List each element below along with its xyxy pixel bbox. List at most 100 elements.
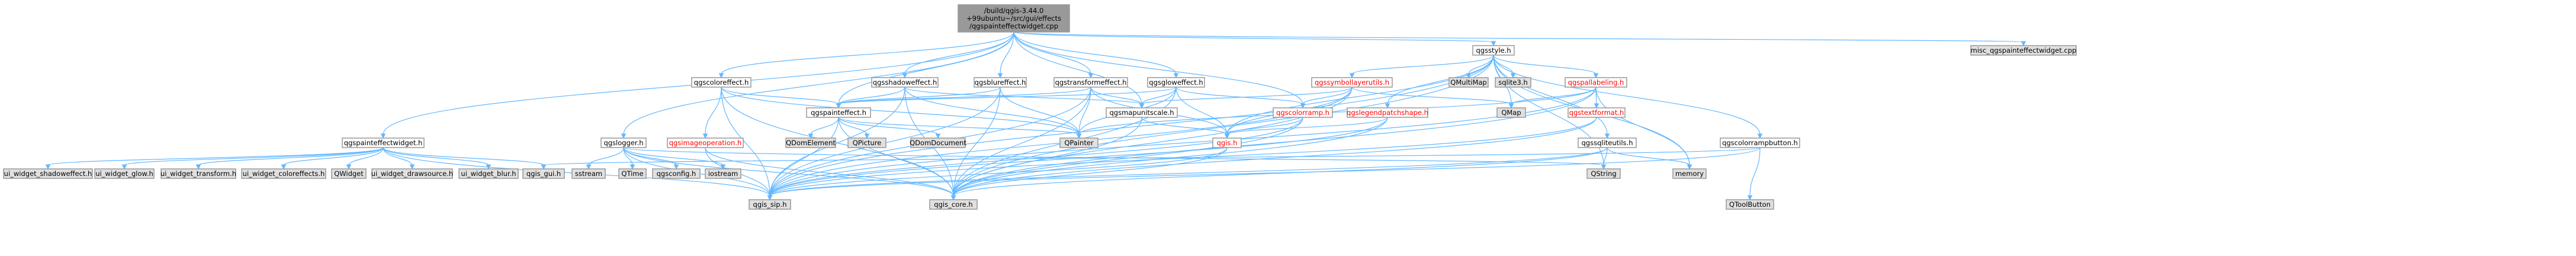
- node-label: QString: [1591, 169, 1616, 178]
- edge-qgssymbollayerutils_h-to-qgis_core_h: [950, 87, 1353, 201]
- node-ui-coloreffects: ui_widget_coloreffects.h: [241, 168, 326, 179]
- edge-qgssymbollayerutils_h-to-qgscolorramp_h: [1300, 87, 1353, 109]
- edge-qgspainteffectwidget_h-to-QWidget: [346, 147, 384, 170]
- edge-root-to-qgslogger_h: [621, 31, 1014, 139]
- node-label: /qgspainteffectwidget.cpp: [969, 22, 1058, 30]
- edge-qgslogger_h-to-sstream: [586, 147, 624, 170]
- node-QWidget: QWidget: [331, 168, 367, 179]
- node-label: memory: [1675, 169, 1704, 178]
- node-label: ui_widget_shadoweffect.h: [4, 169, 92, 178]
- node-label: sqlite3.h: [1498, 78, 1528, 87]
- node-qgsgloweffect-h[interactable]: qgsgloweffect.h: [1147, 77, 1205, 88]
- node-label: iostream: [708, 169, 738, 178]
- edge-qgis_h-to-qgis_core_h: [950, 147, 1228, 201]
- edge-root-to-misc_h: [1013, 31, 2026, 47]
- node-label: qgstextformat.h: [1569, 108, 1624, 117]
- node-qgstextformat-h[interactable]: qgstextformat.h: [1568, 107, 1626, 118]
- node-label: misc_qgspainteffectwidget.cpp: [1971, 46, 2077, 55]
- edge-qgspainteffectwidget_h-to-ui_transform: [195, 147, 384, 170]
- node-label: +99ubuntu~/src/gui/effects: [966, 14, 1061, 23]
- edge-qgssqliteutils_h-to-QString: [1601, 147, 1608, 170]
- node-QToolButton: QToolButton: [1726, 199, 1774, 210]
- edge-qgsstyle_h-to-qgssymbollayerutils_h: [1349, 55, 1494, 79]
- node-qgis-gui-h: qgis_gui.h: [522, 168, 565, 179]
- edge-qgscoloreffect_h-to-qgsimageoperation_h: [702, 87, 722, 139]
- node-qgsimageoperation-h[interactable]: qgsimageoperation.h: [667, 137, 744, 148]
- edge-qgssqliteutils_h-to-qgis_core_h: [950, 147, 1608, 201]
- node-qgsstyle-h[interactable]: qgsstyle.h: [1472, 45, 1515, 56]
- node-ui-drawsource: ui_widget_drawsource.h: [371, 168, 453, 179]
- node-label: QWidget: [334, 169, 364, 178]
- edge-qgslegendpatchshape_h-to-qgis_h: [1224, 117, 1388, 139]
- node-qgssymbollayerutils-h[interactable]: qgssymbollayerutils.h: [1311, 77, 1393, 88]
- edge-qgspainteffect_h-to-QDomDocument: [838, 117, 941, 139]
- edge-qgsstyle_h-to-qgspallabeling_h: [1493, 55, 1599, 79]
- node-qgstransformeffect-h[interactable]: qgstransformeffect.h: [1053, 77, 1128, 88]
- edge-qgspainteffect_h-to-QDomElement: [808, 117, 839, 139]
- node-label: QPicture: [853, 139, 882, 147]
- node-QMap: QMap: [1496, 107, 1526, 118]
- node-label: qgsimageoperation.h: [669, 139, 742, 147]
- node-qgspainteffectwidget-h[interactable]: qgspainteffectwidget.h: [342, 137, 425, 148]
- node-label: qgis_sip.h: [753, 200, 787, 209]
- node-label: qgssqliteutils.h: [1582, 139, 1633, 147]
- node-label: qgsblureffect.h: [975, 78, 1026, 87]
- node-label: QToolButton: [1729, 200, 1771, 209]
- node-label: qgscoloreffect.h: [694, 78, 749, 87]
- edge-qgsshadoweffect_h-to-QPainter: [904, 87, 1082, 139]
- node-label: qgis.h: [1217, 139, 1238, 147]
- node-ui-shadow: ui_widget_shadoweffect.h: [3, 168, 93, 179]
- node-qgsconfig-h: qgsconfig.h: [652, 168, 701, 179]
- node-label: qgis_gui.h: [526, 169, 561, 178]
- node-label: QDomDocument: [910, 139, 966, 147]
- node-qgsblureffect-h[interactable]: qgsblureffect.h: [974, 77, 1027, 88]
- node-qgscolorramp-h[interactable]: qgscolorramp.h: [1273, 107, 1333, 118]
- node-ui-glow: ui_widget_glow.h: [94, 168, 155, 179]
- node-label: qgsstyle.h: [1476, 46, 1511, 55]
- edge-root-to-qgscoloreffect_h: [718, 31, 1014, 79]
- node-label: ui_widget_glow.h: [95, 169, 153, 178]
- node-label: ui_widget_coloreffects.h: [243, 169, 325, 178]
- node-qgspallabeling-h[interactable]: qgspallabeling.h: [1565, 77, 1627, 88]
- node-QDomDocument: QDomDocument: [910, 137, 966, 148]
- edge-qgscoloreffect_h-to-qgspainteffect_h: [721, 87, 841, 109]
- edge-qgspainteffectwidget_h-to-ui_coloreffects: [281, 147, 384, 170]
- edge-qgspainteffectwidget_h-to-ui_drawsource: [383, 147, 415, 170]
- node-label: qgslegendpatchshape.h: [1347, 108, 1428, 117]
- edge-qgspainteffectwidget_h-to-ui_glow: [121, 147, 384, 170]
- edge-qgis_h-to-qgis_sip_h: [767, 147, 1228, 201]
- node-qgis-core-h: qgis_core.h: [929, 199, 978, 210]
- edge-qgscolorrampbutton_h-to-qgis_gui_h: [541, 147, 1761, 170]
- node-label: qgsshadoweffect.h: [873, 78, 937, 87]
- node-qgslogger-h[interactable]: qgslogger.h: [600, 137, 647, 148]
- node-QPicture: QPicture: [847, 137, 886, 148]
- node-qgsmapunitscale-h[interactable]: qgsmapunitscale.h: [1106, 107, 1178, 118]
- node-qgscolorrampbutton-h[interactable]: qgscolorrampbutton.h: [1720, 137, 1800, 148]
- node-label: qgspallabeling.h: [1568, 78, 1624, 87]
- node-QPainter: QPainter: [1059, 137, 1099, 148]
- node-label: ui_widget_transform.h: [160, 169, 236, 178]
- node-qgssqliteutils-h[interactable]: qgssqliteutils.h: [1578, 137, 1637, 148]
- node-qgscoloreffect-h[interactable]: qgscoloreffect.h: [691, 77, 751, 88]
- node-label: qgscolorrampbutton.h: [1722, 139, 1798, 147]
- edge-qgstransformeffect_h-to-qgspainteffect_h: [836, 87, 1091, 109]
- node-label: QTime: [621, 169, 643, 178]
- node-qgis-h[interactable]: qgis.h: [1212, 137, 1242, 148]
- node-label: qgsmapunitscale.h: [1110, 108, 1174, 117]
- node-label: qgssymbollayerutils.h: [1315, 78, 1389, 87]
- node-label: ui_widget_drawsource.h: [371, 169, 453, 178]
- node-qgsshadoweffect-h[interactable]: qgsshadoweffect.h: [871, 77, 939, 88]
- node-qgis-sip-h: qgis_sip.h: [749, 199, 791, 210]
- node-qgspainteffect-h[interactable]: qgspainteffect.h: [806, 107, 871, 118]
- node-QMultiMap: QMultiMap: [1448, 77, 1489, 88]
- node-qgslegendpatchshape-h[interactable]: qgslegendpatchshape.h: [1347, 107, 1428, 118]
- node-label: qgslogger.h: [603, 139, 643, 147]
- node-label: QMap: [1501, 108, 1521, 117]
- edge-root-to-qgstransformeffect_h: [1013, 31, 1094, 79]
- edge-qgsgloweffect_h-to-qgspainteffect_h: [836, 87, 1177, 109]
- node-ui-transform: ui_widget_transform.h: [160, 168, 236, 179]
- node-label: ui_widget_blur.h: [461, 169, 516, 178]
- edge-qgspainteffect_h-to-QPicture: [838, 117, 870, 139]
- node-QString: QString: [1586, 168, 1621, 179]
